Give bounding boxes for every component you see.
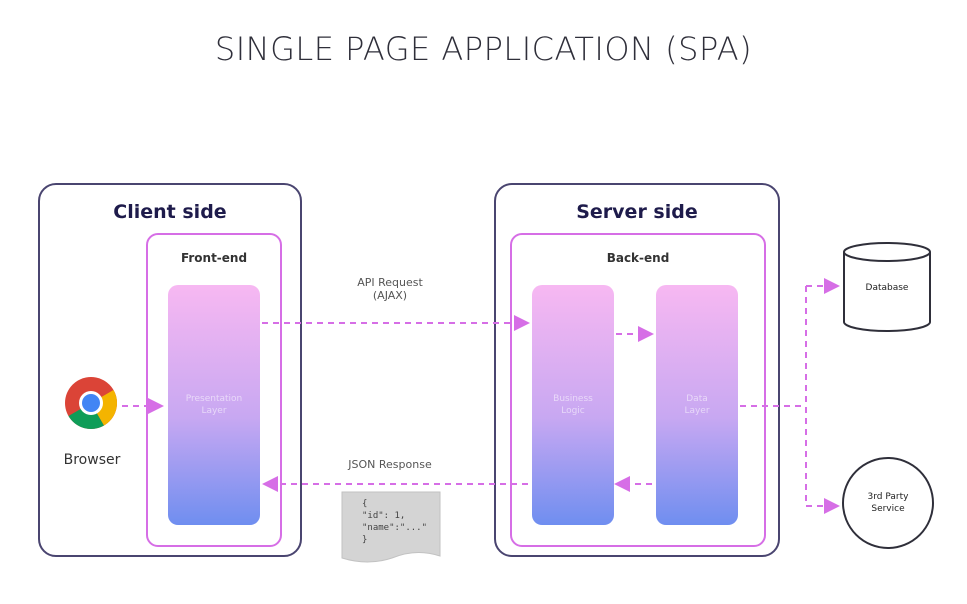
third-party-label: 3rd Party Service xyxy=(867,492,909,514)
database-cylinder xyxy=(843,242,931,332)
database-label: Database xyxy=(865,283,909,293)
frontend-title: Front-end xyxy=(180,251,248,265)
business-logic-layer: Business Logic xyxy=(532,285,614,525)
client-side-panel: Client side Front-end Presentation Layer xyxy=(38,183,302,557)
data-layer: Data Layer xyxy=(656,285,738,525)
browser-label: Browser xyxy=(63,452,121,468)
presentation-layer: Presentation Layer xyxy=(168,285,260,525)
client-side-title: Client side xyxy=(113,201,227,223)
diagram-title: SINGLE PAGE APPLICATION (SPA) xyxy=(214,30,753,68)
json-line: { xyxy=(362,499,368,509)
json-document-shape xyxy=(341,491,441,563)
frontend-box: Front-end Presentation Layer xyxy=(146,233,282,547)
server-side-panel: Server side Back-end Business Logic Data… xyxy=(494,183,780,557)
backend-box: Back-end Business Logic Data Layer xyxy=(510,233,766,547)
json-response-label: JSON Response xyxy=(348,458,432,471)
json-line: "name":"..." xyxy=(362,523,428,533)
json-line: "id": 1, xyxy=(362,511,406,521)
backend-title: Back-end xyxy=(606,251,670,265)
server-side-title: Server side xyxy=(576,201,698,223)
json-line: } xyxy=(362,535,368,545)
api-request-label: API Request (AJAX) xyxy=(357,276,423,302)
browser-icon xyxy=(64,376,118,430)
third-party-circle xyxy=(842,457,934,549)
json-snippet: { "id": 1, "name":"..." } xyxy=(342,492,440,562)
